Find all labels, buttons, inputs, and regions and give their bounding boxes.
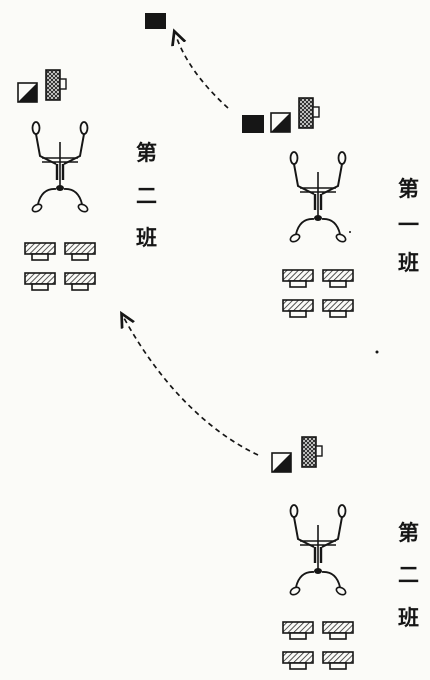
unit-top-right: 第 一 班: [242, 97, 419, 317]
solid-square-marker-top: [145, 13, 166, 29]
unit-label-char: 二: [398, 562, 419, 587]
unit-label-char: 第: [398, 520, 419, 545]
cross-hatched-block-marker: [45, 69, 67, 101]
diagonal-square-marker: [270, 112, 291, 133]
marker-group-top-right: [242, 97, 320, 133]
movement-arrow-to-top: [176, 36, 229, 109]
marker-group-top-left: [17, 69, 67, 103]
crew-figure: [287, 503, 349, 598]
unit-label-char: 一: [398, 212, 419, 237]
unit-label-char: 二: [136, 183, 157, 208]
unit-bottom-right: 第 二 班: [271, 436, 419, 669]
soldier-grid: [283, 270, 353, 317]
unit-label-char: 第: [398, 176, 419, 201]
unit-label-char: 第: [136, 140, 157, 165]
unit-label: 第 二 班: [136, 140, 157, 250]
unit-label: 第 一 班: [398, 176, 419, 275]
ink-speck: [375, 350, 379, 354]
ink-speck: [349, 231, 351, 233]
movement-arrow-to-left-unit: [124, 318, 259, 456]
soldier-grid: [25, 243, 95, 290]
crew-figure: [287, 150, 349, 245]
diagonal-square-marker: [271, 452, 292, 473]
unit-label-char: 班: [398, 250, 419, 275]
marker-group-bottom-right: [271, 436, 323, 473]
cross-hatched-block-marker: [301, 436, 323, 468]
soldier-grid: [283, 622, 353, 669]
crew-figure: [29, 120, 91, 215]
unit-label: 第 二 班: [398, 520, 419, 630]
diagonal-square-marker: [17, 82, 38, 103]
unit-top-left: 第 二 班: [17, 69, 157, 290]
cross-hatched-block-marker: [298, 97, 320, 129]
unit-label-char: 班: [398, 605, 419, 630]
solid-square-marker: [242, 115, 264, 133]
unit-label-char: 班: [136, 225, 157, 250]
